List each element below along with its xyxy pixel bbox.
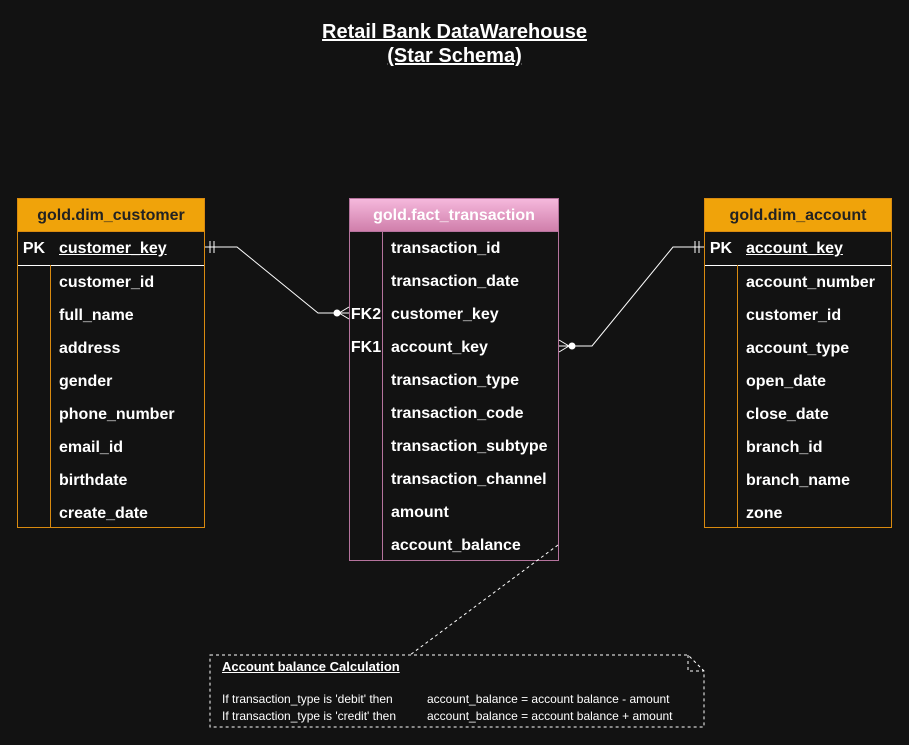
column-name: email_id bbox=[59, 439, 124, 456]
column-row: transaction_id bbox=[350, 232, 558, 265]
account-relationship-dot bbox=[568, 342, 576, 350]
column-name: amount bbox=[391, 504, 449, 521]
column-row: transaction_channel bbox=[350, 463, 558, 496]
customer-relationship-line bbox=[205, 241, 350, 320]
customer-relationship-dot bbox=[333, 309, 341, 317]
column-name: transaction_date bbox=[391, 273, 520, 290]
note-box bbox=[209, 654, 705, 728]
column-row: transaction_date bbox=[350, 265, 558, 298]
column-name: account_key bbox=[391, 339, 488, 356]
table-header: gold.fact_transaction bbox=[350, 199, 558, 232]
pk-row: PK account_key bbox=[705, 232, 891, 266]
column-row: transaction_code bbox=[350, 397, 558, 430]
column-name: transaction_type bbox=[391, 372, 520, 389]
column-row: account_type bbox=[705, 332, 891, 365]
diagram-title-line1: Retail Bank DataWarehouse bbox=[322, 21, 587, 43]
column-row: FK2 customer_key bbox=[350, 298, 558, 331]
column-name: full_name bbox=[59, 307, 134, 324]
column-row: customer_id bbox=[705, 299, 891, 332]
column-row: phone_number bbox=[18, 398, 204, 431]
column-row: close_date bbox=[705, 398, 891, 431]
rule-formula: account_balance = account balance - amou… bbox=[427, 692, 670, 706]
table-fact-transaction[interactable]: gold.fact_transaction transaction_id tra… bbox=[349, 198, 559, 561]
pk-column: account_key bbox=[746, 240, 843, 257]
fk1-label: FK1 bbox=[350, 339, 382, 356]
note-rule-credit: If transaction_type is 'credit' then acco… bbox=[222, 709, 673, 723]
column-divider bbox=[737, 265, 738, 527]
column-row: transaction_subtype bbox=[350, 430, 558, 463]
rule-condition: If transaction_type is 'credit' then bbox=[222, 709, 397, 723]
column-name: customer_id bbox=[59, 274, 155, 291]
column-row: amount bbox=[350, 496, 558, 529]
column-name: account_type bbox=[746, 340, 850, 357]
pk-column: customer_key bbox=[59, 240, 167, 257]
note-rule-debit: If transaction_type is 'debit' then accou… bbox=[222, 692, 670, 706]
fk2-label: FK2 bbox=[350, 306, 382, 323]
note-heading: Account balance Calculation bbox=[222, 659, 400, 674]
pk-row: PK customer_key bbox=[18, 232, 204, 266]
table-header: gold.dim_customer bbox=[18, 199, 204, 232]
column-row: create_date bbox=[18, 497, 204, 530]
column-name: customer_key bbox=[391, 306, 499, 323]
pk-label: PK bbox=[22, 240, 46, 257]
column-name: close_date bbox=[746, 406, 829, 423]
rule-condition: If transaction_type is 'debit' then bbox=[222, 692, 393, 706]
table-dim-account[interactable]: gold.dim_account PK account_key account_… bbox=[704, 198, 892, 528]
column-name: address bbox=[59, 340, 121, 357]
column-name: transaction_subtype bbox=[391, 438, 548, 455]
column-row: customer_id bbox=[18, 266, 204, 299]
column-row: full_name bbox=[18, 299, 204, 332]
column-row: account_number bbox=[705, 266, 891, 299]
column-name: gender bbox=[59, 373, 113, 390]
column-divider bbox=[50, 265, 51, 527]
column-row: branch_id bbox=[705, 431, 891, 464]
column-row: birthdate bbox=[18, 464, 204, 497]
column-name: branch_name bbox=[746, 472, 851, 489]
column-name: phone_number bbox=[59, 406, 175, 423]
column-name: customer_id bbox=[746, 307, 842, 324]
column-row: account_balance bbox=[350, 529, 558, 562]
column-name: account_balance bbox=[391, 537, 521, 554]
account-relationship-line bbox=[558, 241, 704, 353]
column-name: transaction_code bbox=[391, 405, 524, 422]
column-row: transaction_type bbox=[350, 364, 558, 397]
column-row: branch_name bbox=[705, 464, 891, 497]
column-name: open_date bbox=[746, 373, 827, 390]
column-name: transaction_id bbox=[391, 240, 501, 257]
column-name: birthdate bbox=[59, 472, 128, 489]
column-divider bbox=[382, 232, 383, 560]
column-row: gender bbox=[18, 365, 204, 398]
diagram-title-line2: (Star Schema) bbox=[387, 45, 522, 67]
balance-calculation-note: Account balance Calculation If transacti… bbox=[210, 655, 704, 727]
column-row: zone bbox=[705, 497, 891, 530]
column-name: zone bbox=[746, 505, 783, 522]
table-header: gold.dim_account bbox=[705, 199, 891, 232]
pk-label: PK bbox=[709, 240, 733, 257]
column-name: branch_id bbox=[746, 439, 823, 456]
note-fold bbox=[687, 655, 704, 672]
column-name: transaction_channel bbox=[391, 471, 547, 488]
diagram-title: Retail Bank DataWarehouse (Star Schema) bbox=[0, 20, 909, 68]
note-callout-line bbox=[409, 544, 559, 656]
rule-formula: account_balance = account balance + amou… bbox=[427, 709, 673, 723]
column-name: create_date bbox=[59, 505, 148, 522]
table-dim-customer[interactable]: gold.dim_customer PK customer_key custom… bbox=[17, 198, 205, 528]
column-row: FK1 account_key bbox=[350, 331, 558, 364]
column-row: address bbox=[18, 332, 204, 365]
column-row: email_id bbox=[18, 431, 204, 464]
column-row: open_date bbox=[705, 365, 891, 398]
column-name: account_number bbox=[746, 274, 875, 291]
